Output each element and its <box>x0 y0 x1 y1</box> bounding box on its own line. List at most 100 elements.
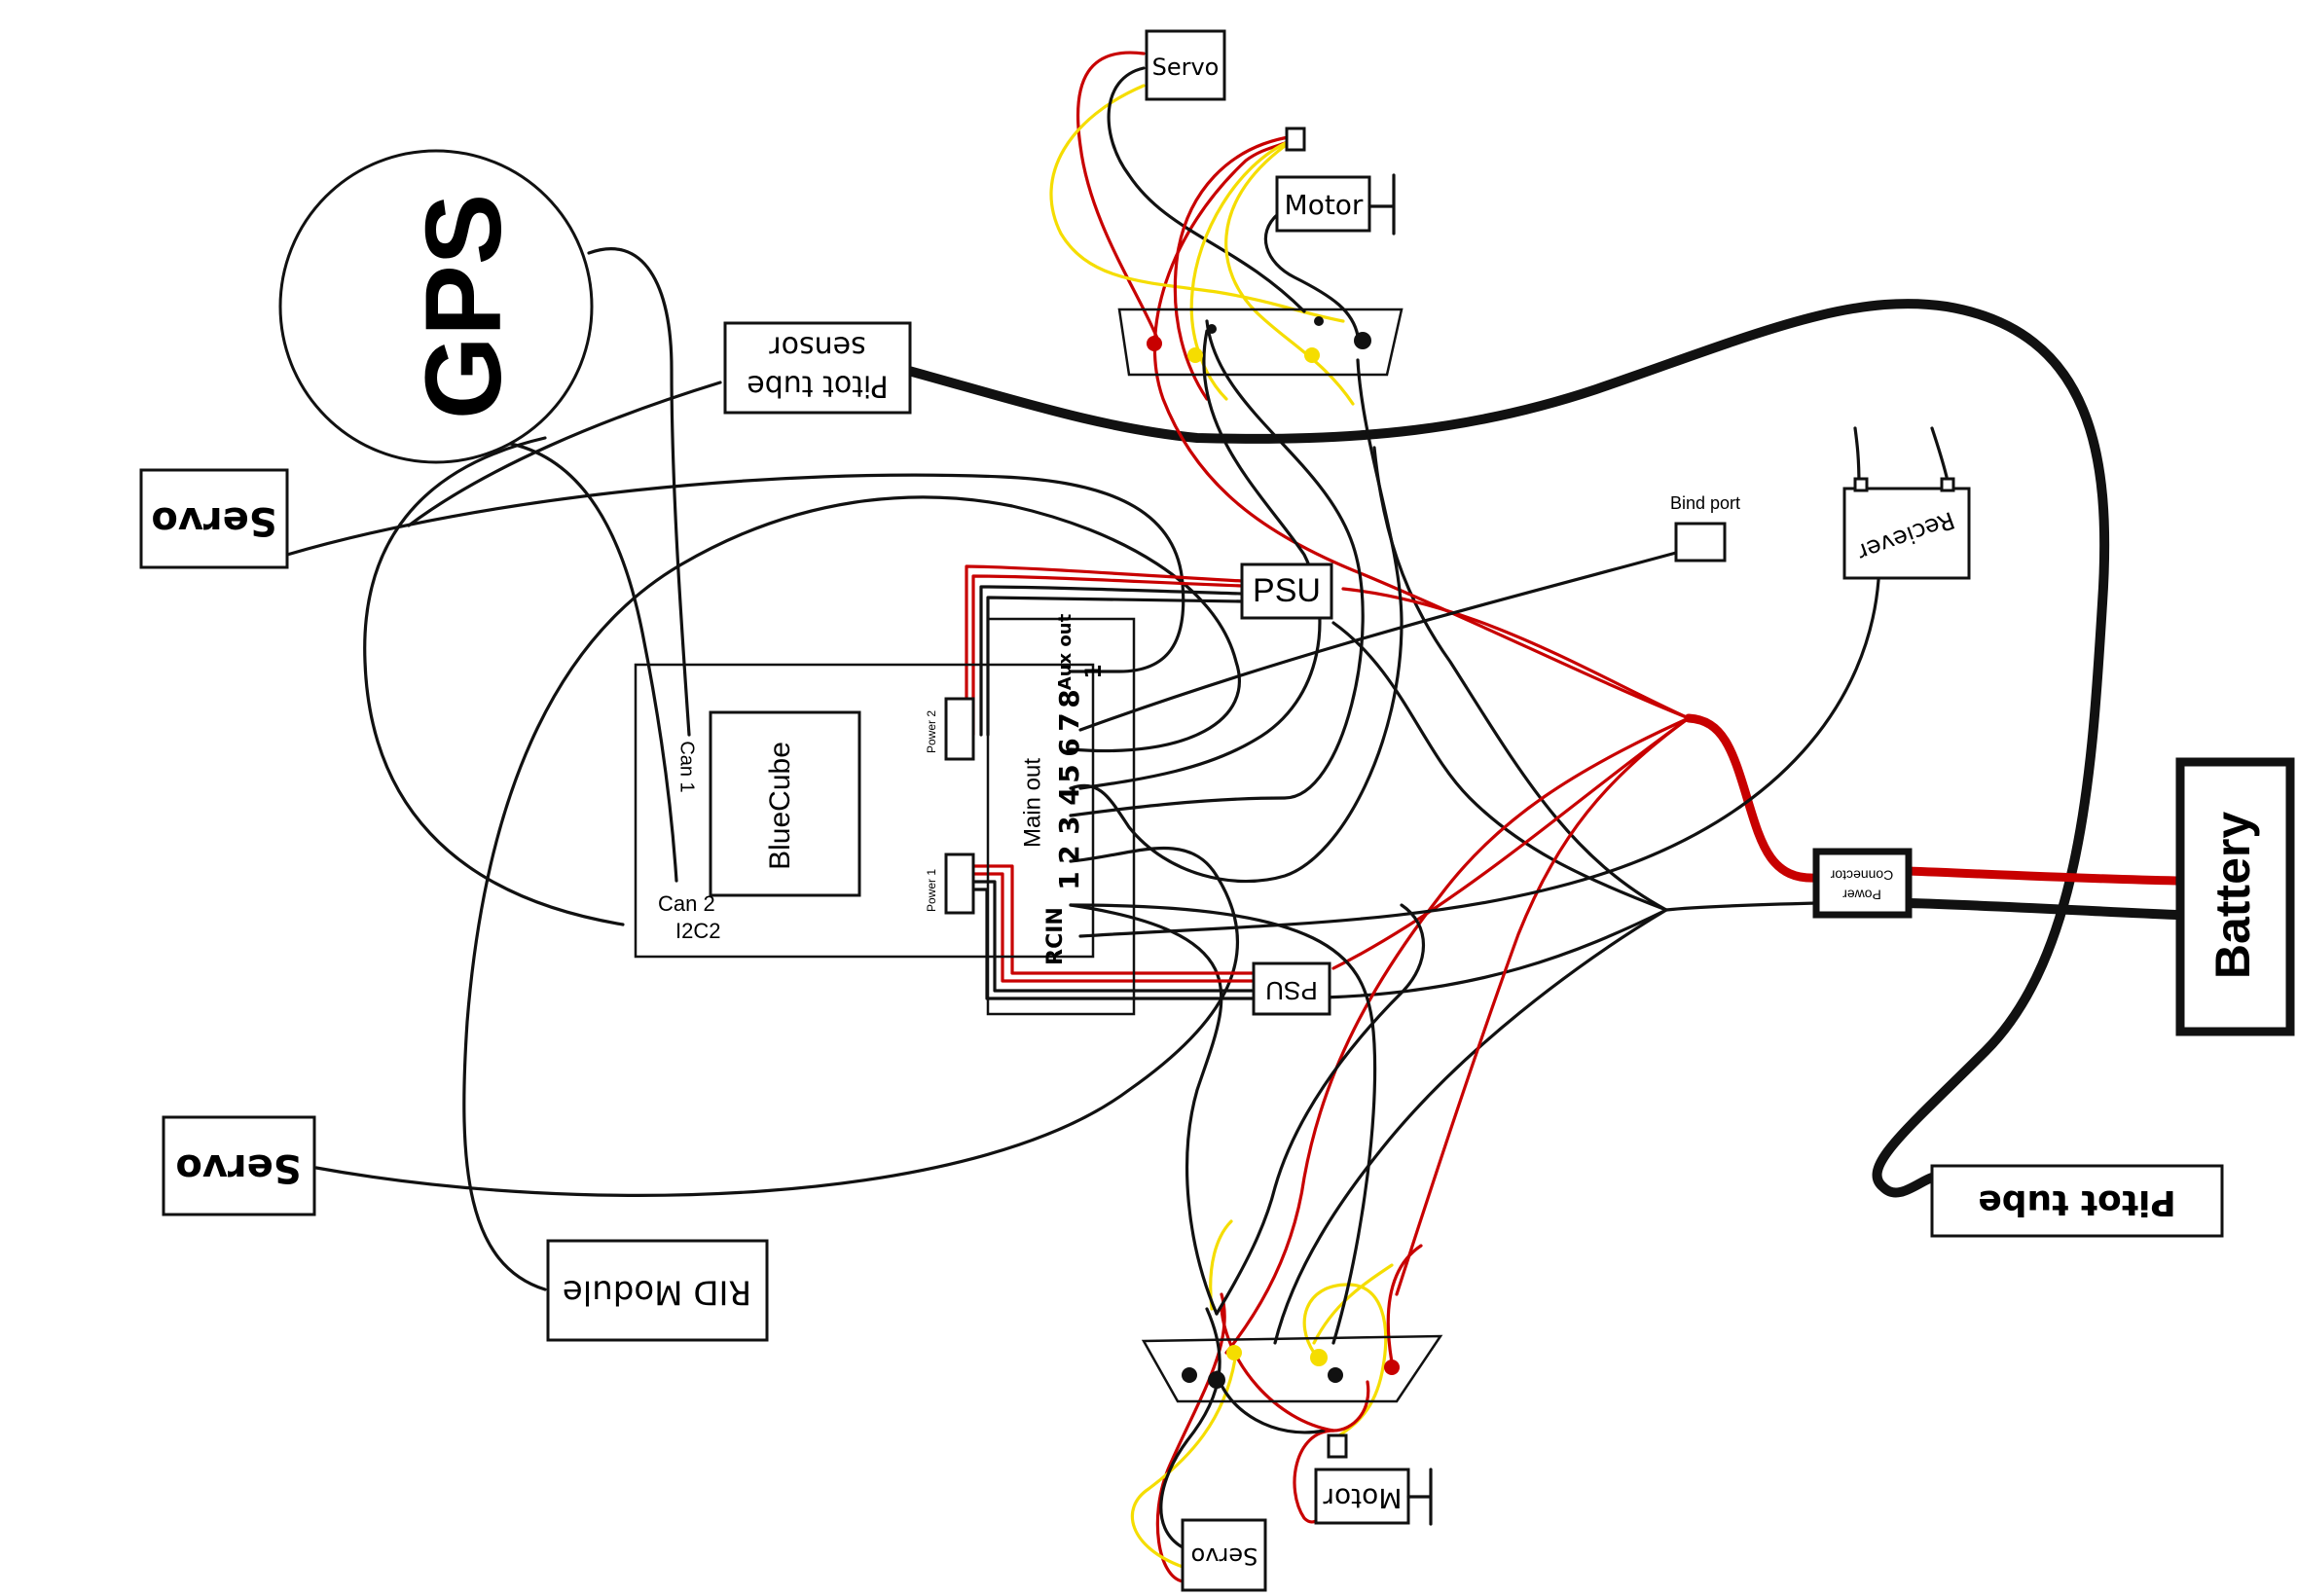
main-out-label: Main out <box>1019 758 1045 848</box>
servo-left-bottom: Servo <box>162 1115 316 1216</box>
bluecube-label: BlueCube <box>764 742 796 870</box>
bottom-esc-black-to-board-1 <box>1069 903 1223 1316</box>
psu-top-black-1 <box>979 585 1244 737</box>
motor-bottom-shaft <box>1406 1468 1433 1526</box>
flight-controller-board: BlueCube Can 1 Can 2 I2C2 Power 1 Power … <box>634 613 1136 1016</box>
hub-red-to-top-motor <box>1152 134 1691 720</box>
motor-top-label: Motor <box>1285 189 1364 221</box>
motor-bottom: Motor <box>1314 1433 1433 1526</box>
bottom-servo-black <box>1159 1307 1221 1549</box>
left-servo-top-wire <box>285 473 1185 673</box>
ground-to-hub <box>1664 901 1818 912</box>
bind-port: Bind port <box>1670 493 1740 562</box>
main-out-3: 3 <box>1053 816 1085 834</box>
bottom-esc-yellow-c <box>1312 1263 1394 1345</box>
pitot-tube-line <box>900 299 2110 1198</box>
receiver-wire <box>1078 578 1880 938</box>
psu-top-red-1 <box>965 564 1244 737</box>
main-out-6: 6 <box>1053 738 1085 756</box>
top-motor-red <box>1173 134 1296 401</box>
receiver: Reciever <box>1842 477 1971 580</box>
power-connector: Power Connector <box>1812 848 1913 919</box>
main-out-2: 2 <box>1053 845 1085 863</box>
pitot-tube-label: Pitot tube <box>1978 1182 2175 1222</box>
battery: Battery <box>2175 757 2295 1036</box>
top-servo-black <box>1107 66 1306 313</box>
main-out-7: 7 <box>1053 712 1085 731</box>
hub-to-psu-bottom <box>1322 908 1668 999</box>
psu-top: PSU <box>1240 562 1333 620</box>
psu-bottom: PSU <box>1252 961 1331 1016</box>
psu-top-red-2 <box>971 574 1244 737</box>
power-connector-label-line1: Power <box>1842 887 1881 902</box>
hub-red-to-bottom-2 <box>1395 716 1691 1296</box>
esc-top <box>1117 308 1404 377</box>
power1-label: Power 1 <box>925 869 938 912</box>
can2-label: Can 2 <box>658 891 715 916</box>
power2-connector <box>944 697 975 761</box>
pitot-sensor-label-line2: sensor <box>769 330 866 364</box>
servo-bottom: Servo <box>1181 1518 1267 1592</box>
connector-red-to-hub <box>1684 713 1823 883</box>
top-servo-red <box>1076 51 1160 343</box>
servo-top-label: Servo <box>1152 54 1220 81</box>
gps-i2c-wire <box>363 436 625 926</box>
servo-left-top-label: Servo <box>151 498 276 543</box>
rid-module: RID Module <box>546 1239 769 1342</box>
bind-port-wire <box>1078 551 1678 732</box>
gps-can1-wire <box>587 247 691 737</box>
pitot-sensor-label-line1: Pitot tube <box>747 369 888 403</box>
psu-bottom-black-1 <box>971 880 1258 993</box>
io-board <box>986 617 1136 1016</box>
psu-top-label: PSU <box>1253 572 1321 609</box>
gps-label: GPS <box>404 194 524 419</box>
bottom-esc-red-b <box>1386 1244 1423 1364</box>
hub-to-psu-top <box>1331 621 1668 912</box>
battery-label: Battery <box>2206 812 2260 979</box>
top-esc-black-to-board <box>1078 329 1322 790</box>
main-out-8: 8 <box>1053 689 1085 707</box>
top-esc-black-to-main5 <box>1069 358 1404 884</box>
aux-out-label: Aux out <box>1055 613 1076 690</box>
rid-module-label: RID Module <box>563 1273 751 1312</box>
can1-label: Can 1 <box>676 741 698 792</box>
power1-connector <box>944 852 975 915</box>
motor-top-shaft <box>1367 173 1396 236</box>
rid-module-wire <box>462 495 1241 1291</box>
top-servo-yellow <box>1049 84 1345 323</box>
wire-layer <box>285 51 2181 1583</box>
top-motor-black <box>1263 212 1360 338</box>
psu-top-black-2 <box>986 596 1244 737</box>
gps-can2-wire <box>504 441 678 883</box>
motor-bottom-label: Motor <box>1323 1482 1402 1514</box>
motor-top: Motor <box>1275 127 1396 236</box>
battery-black-lead <box>1903 898 2181 920</box>
top-motor-yellow-2 <box>1224 144 1355 406</box>
power2-label: Power 2 <box>925 710 938 753</box>
battery-red-lead <box>1903 866 2181 886</box>
pitot-tube: Pitot tube <box>1930 1164 2224 1238</box>
receiver-antenna-2 <box>1930 426 1949 479</box>
bind-port-label: Bind port <box>1670 493 1740 513</box>
hub-red-to-psu-bottom <box>1331 716 1691 970</box>
pitot-tube-sensor: Pitot tube sensor <box>723 321 912 415</box>
hub-to-bottom-motor <box>1273 908 1668 1345</box>
main-out-5: 5 <box>1053 764 1085 782</box>
pitot-sensor-wire <box>407 381 722 527</box>
top-esc-black-2 <box>1069 319 1365 817</box>
main-out-4: 4 <box>1053 786 1085 805</box>
power-connector-label-line2: Connector <box>1830 867 1893 883</box>
top-motor-yellow <box>1189 139 1292 401</box>
bottom-esc-black-to-board-3 <box>1215 903 1425 1316</box>
esc-bottom <box>1141 1334 1443 1403</box>
servo-left-bottom-label: Servo <box>175 1145 301 1190</box>
servo-left-top: Servo <box>139 468 289 569</box>
bottom-servo-yellow <box>1130 1351 1238 1569</box>
left-servo-bottom-wire <box>314 846 1240 1197</box>
main-out-1: 1 <box>1053 871 1085 889</box>
rcin-label: RCIN <box>1043 907 1068 965</box>
hub-red-to-psu-top <box>1341 587 1691 720</box>
i2c2-label: I2C2 <box>675 919 720 943</box>
